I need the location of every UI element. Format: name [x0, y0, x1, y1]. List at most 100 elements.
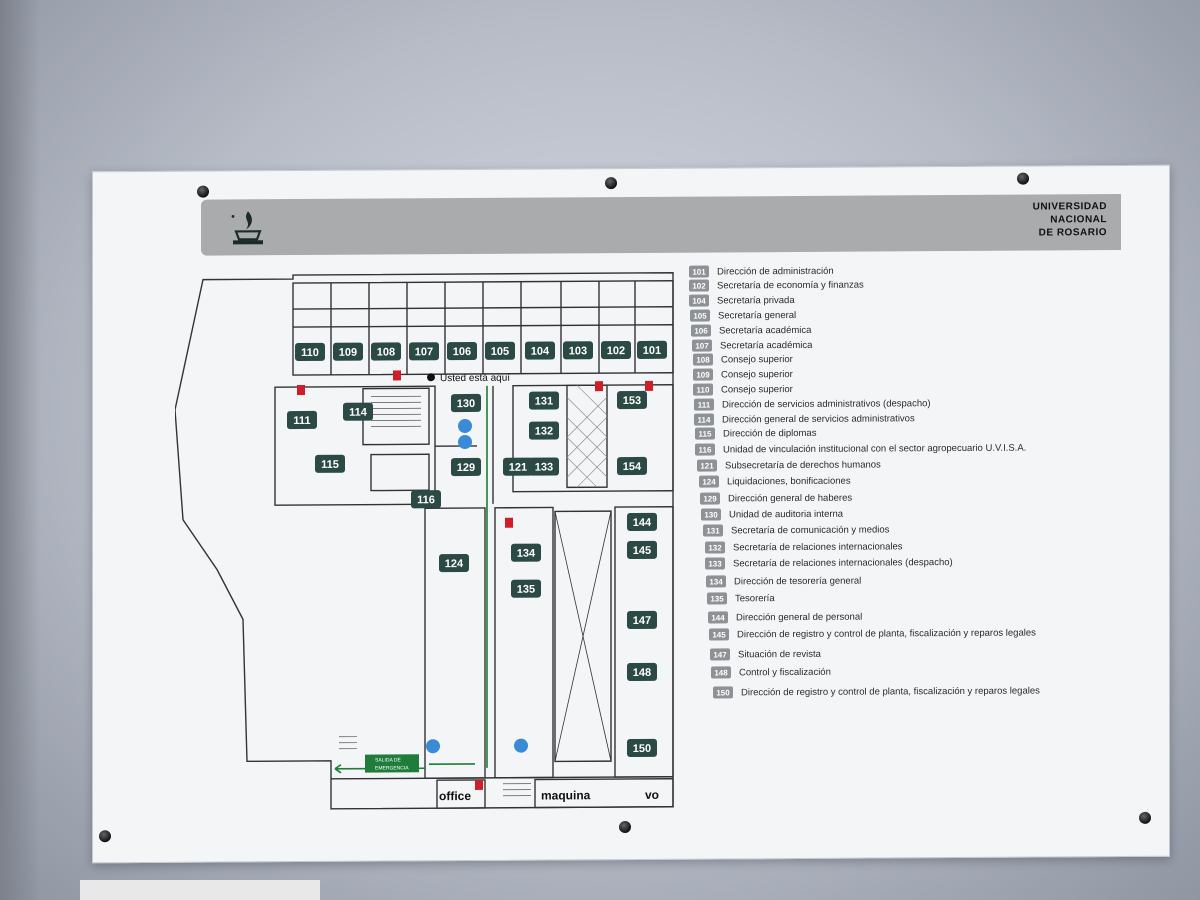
fire-extinguisher-icon: [595, 381, 603, 392]
central-court: [370, 453, 430, 492]
room-107: 107: [409, 342, 439, 361]
legend-item: 111 Dirección de servicios administrativo…: [694, 396, 931, 411]
room-135: 135: [511, 579, 541, 598]
legend-item: 133 Secretaría de relaciones internaciona…: [705, 555, 953, 571]
legend-room-number: 132: [705, 541, 725, 554]
legend-room-description: Dirección general de haberes: [728, 492, 853, 504]
restroom-icon: [426, 739, 440, 754]
room-116: 116: [411, 490, 441, 509]
room-144: 144: [627, 512, 657, 532]
room-148: 148: [627, 662, 657, 682]
svg-text:108: 108: [377, 346, 395, 358]
office-label: office: [439, 789, 471, 803]
legend-room-number: 114: [694, 413, 714, 426]
west-corridor: [424, 507, 486, 779]
legend-room-number: 109: [693, 368, 713, 381]
legend-room-number: 150: [713, 686, 733, 699]
room-130: 130: [451, 393, 481, 413]
legend-room-description: Secretaría académica: [720, 339, 813, 351]
svg-text:116: 116: [417, 494, 435, 506]
svg-text:132: 132: [535, 425, 553, 437]
legend-room-description: Dirección de servicios administrativos (…: [722, 397, 931, 410]
wall-shadow: [0, 0, 40, 900]
floor-plan: Usted está aquí SALIDA DE EMERGENCIA off…: [175, 272, 674, 810]
university-logo-icon: [231, 211, 263, 245]
screw-icon: [605, 177, 617, 190]
north-wing-partitions: [330, 280, 636, 375]
restroom-icon: [458, 419, 472, 434]
legend-room-number: 131: [703, 524, 723, 537]
svg-text:148: 148: [633, 667, 651, 679]
legend-room-number: 115: [695, 427, 715, 440]
university-name-line-3: DE ROSARIO: [1038, 227, 1107, 239]
svg-text:109: 109: [339, 347, 357, 359]
room-103: 103: [563, 341, 593, 360]
legend-room-description: Secretaría de relaciones internacionales…: [733, 556, 953, 569]
legend-room-description: Secretaría general: [718, 309, 797, 321]
svg-text:101: 101: [643, 345, 661, 357]
light-well: [566, 384, 608, 489]
you-are-here-marker-icon: [427, 373, 435, 382]
legend-room-number: 129: [700, 492, 720, 505]
legend-room-description: Secretaría académica: [719, 324, 812, 336]
stairs: [339, 395, 531, 797]
legend-item: 110 Consejo superior: [693, 382, 793, 397]
svg-text:121: 121: [509, 462, 527, 474]
svg-text:115: 115: [321, 459, 339, 471]
legend-room-number: 134: [706, 575, 726, 588]
room-110: 110: [295, 342, 325, 362]
legend-room-number: 133: [705, 557, 725, 570]
legend-room-description: Situación de revista: [738, 648, 821, 660]
legend-room-number: 148: [711, 666, 731, 679]
legend-room-description: Control y fiscalización: [739, 666, 831, 678]
fire-extinguisher-icon: [297, 384, 305, 396]
svg-text:147: 147: [633, 615, 651, 627]
screw-icon: [1017, 172, 1029, 185]
fire-extinguisher-icon: [393, 370, 401, 381]
fire-extinguisher-icon: [475, 779, 483, 790]
room-121: 121: [503, 457, 533, 476]
svg-text:144: 144: [633, 517, 652, 529]
svg-text:154: 154: [623, 461, 642, 473]
legend-room-description: Dirección de registro y control de plant…: [737, 627, 1036, 640]
svg-text:135: 135: [517, 584, 535, 596]
legend-room-number: 144: [708, 611, 728, 624]
atrium: [554, 510, 612, 763]
legend-room-description: Consejo superior: [721, 368, 793, 380]
legend-room-description: Consejo superior: [721, 353, 793, 365]
svg-text:106: 106: [453, 346, 471, 358]
room-115: 115: [315, 454, 345, 473]
building-outline: [175, 272, 674, 810]
legend-room-description: Consejo superior: [721, 383, 793, 395]
svg-text:105: 105: [491, 346, 509, 358]
legend-room-description: Unidad de auditoria interna: [729, 508, 844, 520]
svg-text:110: 110: [301, 347, 319, 359]
legend-item: 148 Control y fiscalización: [711, 665, 831, 680]
restroom-icon: [458, 435, 472, 450]
legend-item: 150 Dirección de registro y control de pl…: [713, 684, 1040, 700]
room-132: 132: [529, 421, 559, 440]
svg-text:114: 114: [349, 407, 368, 419]
room-108: 108: [371, 342, 401, 361]
legend-room-number: 111: [694, 398, 714, 411]
legend-room-description: Dirección de registro y control de plant…: [741, 685, 1040, 698]
legend-room-number: 110: [693, 383, 713, 396]
legend-room-number: 104: [689, 294, 709, 307]
office-room: [436, 779, 486, 809]
you-are-here-label: Usted está aquí: [440, 373, 510, 384]
room-101: 101: [637, 340, 667, 359]
restroom-markers: [426, 419, 528, 754]
svg-text:130: 130: [457, 398, 475, 410]
svg-text:103: 103: [569, 345, 587, 357]
